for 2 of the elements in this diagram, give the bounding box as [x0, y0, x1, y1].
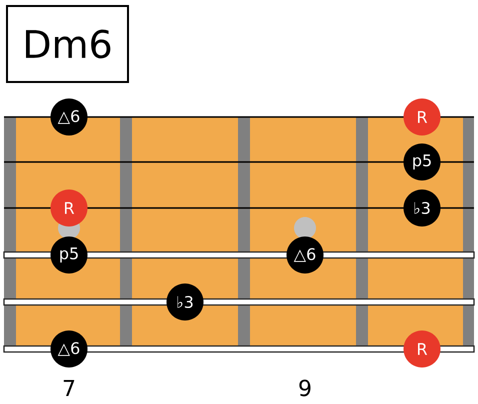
fret-number: 9: [299, 380, 310, 396]
title-box: Dm6: [6, 5, 129, 83]
